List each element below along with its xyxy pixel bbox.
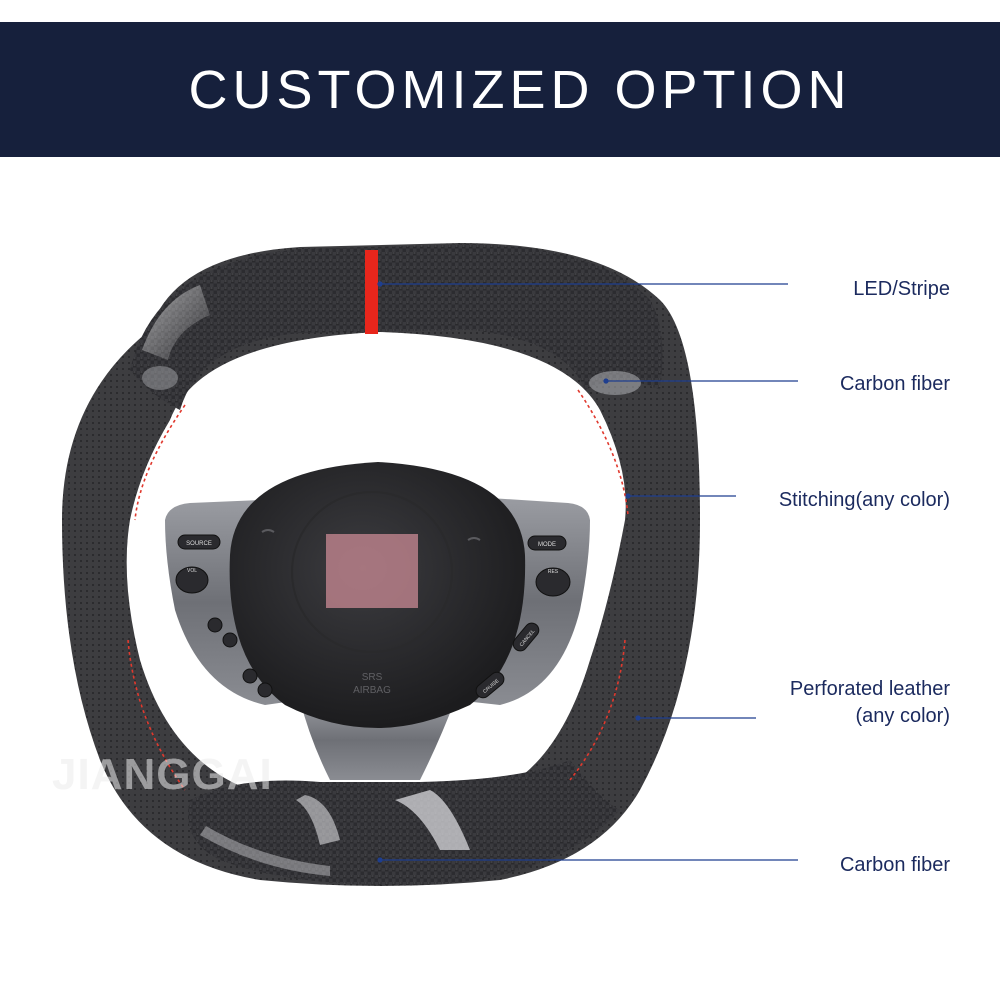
callout-perforated-leather-line1: Perforated leather	[789, 678, 950, 700]
callout-stitching: Stitching(any color)	[778, 489, 950, 511]
res-button-label: RES	[548, 569, 559, 575]
airbag-srs-text: SRS	[362, 672, 383, 683]
callout-carbon-fiber-bottom: Carbon fiber	[839, 854, 950, 876]
callout-led-stripe: LED/Stripe	[853, 278, 950, 300]
airbag-text: AIRBAG	[353, 685, 391, 696]
source-button-label: SOURCE	[186, 541, 212, 547]
callout-perforated-leather-line2: (any color)	[855, 705, 950, 727]
mode-button-label: MODE	[538, 542, 556, 548]
vol-button-label: VOL	[187, 568, 197, 574]
callout-carbon-fiber-top: Carbon fiber	[839, 373, 950, 395]
watermark: JIANGGAI	[52, 750, 273, 799]
callout-lines	[377, 281, 798, 863]
led-stripe	[365, 250, 378, 334]
top-carbon-section	[130, 244, 663, 410]
header-banner: CUSTOMIZED OPTION	[0, 22, 1000, 157]
banner-title: CUSTOMIZED OPTION	[188, 59, 852, 120]
callout-perforated-leather: Perforated leather (any color)	[790, 676, 950, 730]
blurred-logo	[326, 534, 418, 608]
